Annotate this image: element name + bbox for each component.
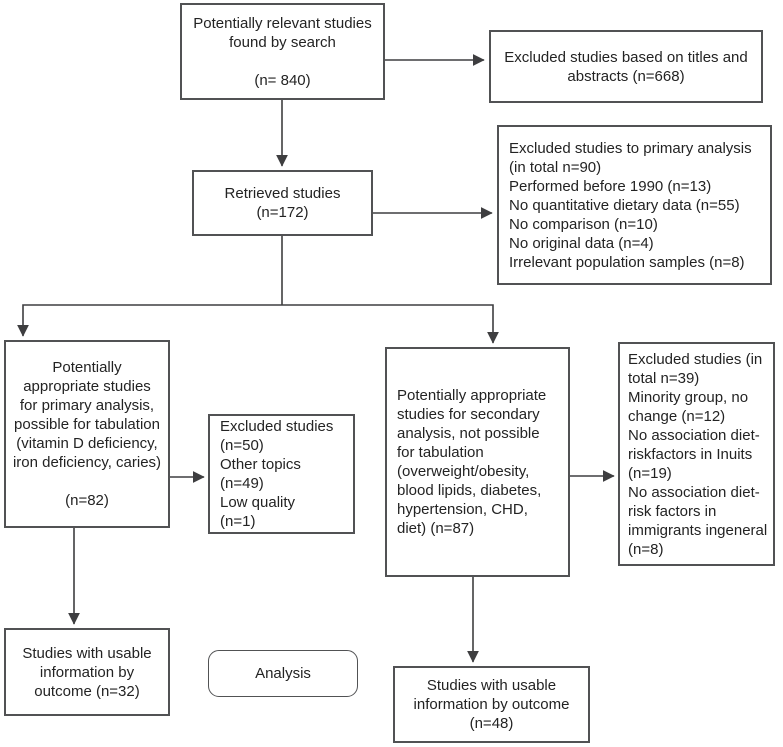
arrow-branch-to-primary-and-secondary [17, 304, 499, 344]
node-excluded-primary-analysis: Excluded studies to primary analysis (in… [497, 125, 772, 285]
node-retrieved-studies: Retrieved studies (n=172) [192, 170, 373, 236]
node-potentially-relevant-studies: Potentially relevant studies found by se… [180, 3, 385, 100]
node-secondary-analysis-studies: Potentially appropriate studies for seco… [385, 347, 570, 577]
node-usable-outcome-32: Studies with usable information by outco… [4, 628, 170, 716]
node-excluded-secondary-analysis: Excluded studies (in total n=39) Minorit… [618, 342, 775, 566]
node-analysis-label: Analysis [208, 650, 358, 697]
node-excluded-titles-abstracts: Excluded studies based on titles and abs… [489, 30, 763, 103]
node-usable-outcome-48: Studies with usable information by outco… [393, 666, 590, 743]
node-primary-analysis-studies: Potentially appropriate studies for prim… [4, 340, 170, 528]
node-excluded-other-topics: Excluded studies (n=50) Other topics (n=… [208, 414, 355, 534]
